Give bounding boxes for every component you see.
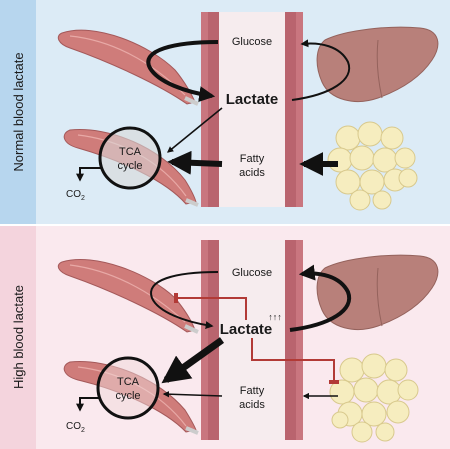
normal-side-label: Normal blood lactate [11,52,26,171]
high-fat-cells [329,353,419,443]
high-lactate-inhibits-glycolysis-line [174,293,247,320]
high-co2-label: CO2 [66,421,85,434]
high-lactate-up-arrows: ↑↑↑ [268,312,282,322]
normal-fatty-to-tca-arrow [167,150,223,175]
high-blood-vessel [201,240,303,440]
normal-liver [316,26,439,102]
normal-acids-label: acids [239,167,265,179]
high-label-background [0,226,36,449]
normal-blood-vessel [201,12,303,207]
normal-co2-label: CO2 [66,189,85,202]
normal-glucose-label: Glucose [232,36,272,48]
high-lactate-to-liver-arrow [289,264,352,332]
normal-co2-arrow [76,167,102,182]
normal-label-background [0,0,36,224]
panel-high: High blood lactate [0,226,450,449]
normal-glucose-to-lactate-muscle-arrow [146,40,219,103]
high-liver [316,254,439,330]
high-glucose-to-lactate-muscle-arrow [150,271,219,330]
high-lactate-inhibits-lipolysis-line [251,338,339,384]
normal-tca-label: TCA [119,146,142,158]
normal-cycle-label: cycle [117,160,142,172]
high-muscle-upper [57,259,199,334]
normal-lactate-label: Lactate [226,91,279,108]
high-cycle-label: cycle [115,390,140,402]
normal-fat-cells [327,121,418,211]
high-tca-label: TCA [117,376,140,388]
high-fatty-label: Fatty [240,385,265,397]
high-acids-label: acids [239,399,265,411]
high-fatty-to-tca-arrow [162,390,223,398]
high-side-label: High blood lactate [11,285,26,389]
high-lactate-to-tca-arrow [161,337,225,384]
normal-fatty-label: Fatty [240,153,265,165]
panel-normal: Normal blood lactate [0,0,450,224]
normal-lactate-to-liver-arrow [291,39,351,101]
high-glucose-label: Glucose [232,267,272,279]
high-lactate-label: Lactate [220,321,273,338]
normal-lactate-to-tca-arrow [167,107,223,153]
high-co2-arrow [76,397,100,412]
normal-tca-circle [98,126,162,190]
high-tca-circle [96,356,160,420]
